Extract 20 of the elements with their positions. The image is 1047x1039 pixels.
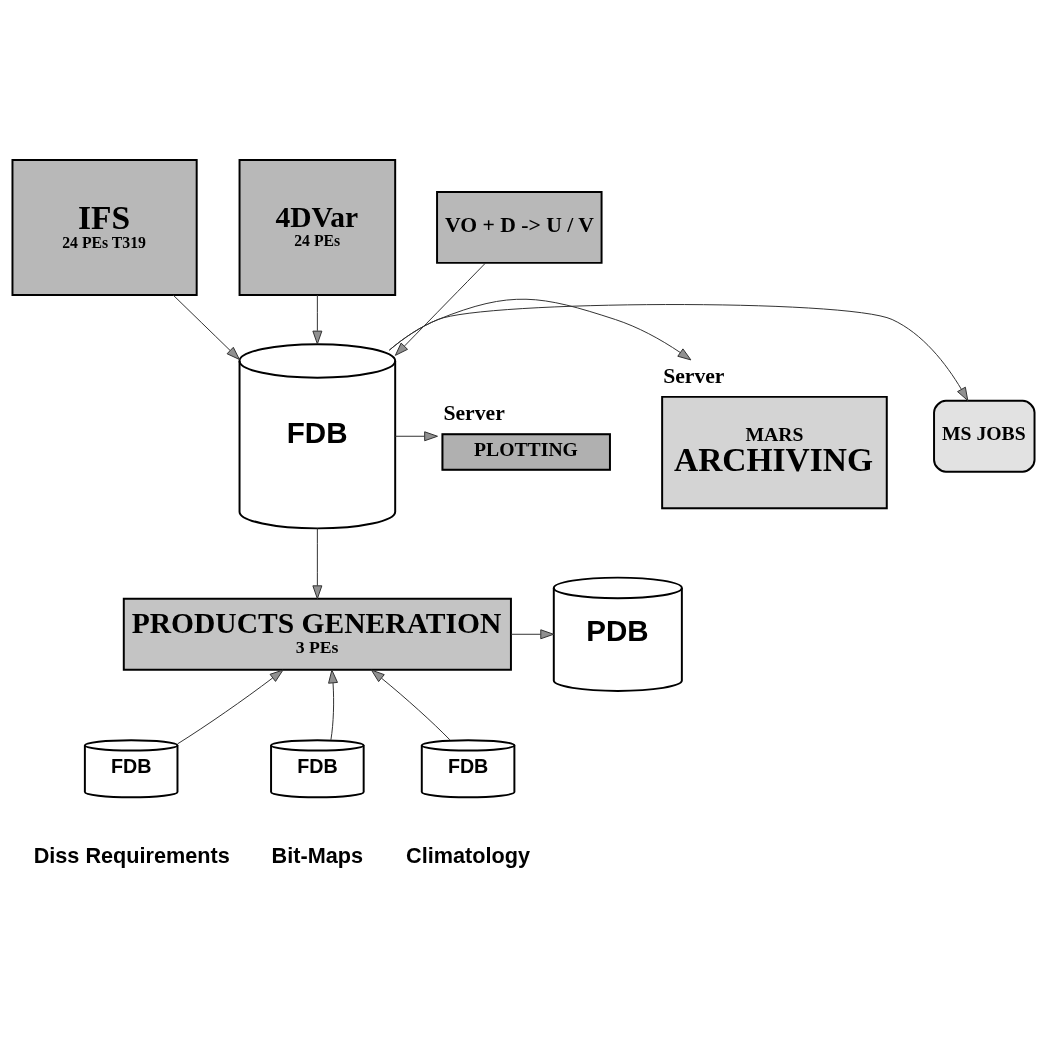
node-box: 4DVar 24 PEs [238,158,397,296]
node-label: Climatology [406,842,530,868]
node-label: Diss Requirements [33,842,230,868]
node-label: Server [443,400,505,425]
node-label: Bit-Maps [271,842,363,868]
arrow [172,294,240,360]
arrow [394,262,486,356]
node-box: MS JOBS [933,399,1036,473]
node-label: Server [663,363,725,388]
node-box: IFS 24 PEs T319 [11,158,198,296]
arrow [177,669,284,744]
arrow [394,430,438,441]
arrow [312,294,323,344]
arrow [388,298,692,360]
node-box: PRODUCTS GENERATION 3 PEs [122,597,512,671]
arrow [328,669,338,740]
arrow [312,527,323,599]
arrow [510,628,555,639]
arrow [370,669,451,740]
node-box: VO + D -> U / V [436,190,603,264]
